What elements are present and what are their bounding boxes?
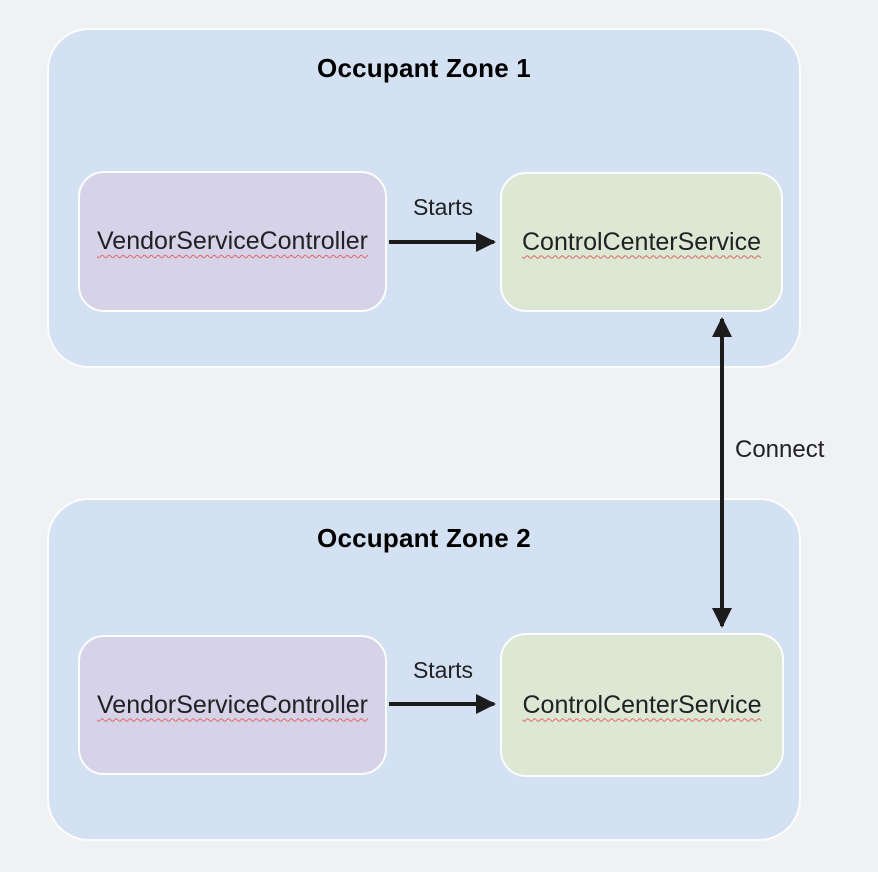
starts-arrow-label-zone-1: Starts (412, 194, 474, 220)
control-center-service-box-zone-2: ControlCenterService (500, 633, 784, 777)
vendor-service-controller-box-zone-1: VendorServiceController (78, 171, 387, 312)
connect-arrow-label: Connect (735, 436, 825, 463)
control-center-service-box-zone-1: ControlCenterService (500, 172, 783, 312)
starts-arrow-label-zone-2: Starts (412, 657, 474, 683)
occupant-zone-1-title: Occupant Zone 1 (317, 53, 531, 83)
vendor-service-controller-label-zone-1: VendorServiceController (97, 227, 368, 255)
occupant-zone-2-title: Occupant Zone 2 (317, 523, 531, 553)
vendor-service-controller-box-zone-2: VendorServiceController (78, 635, 387, 775)
vendor-service-controller-label-zone-2: VendorServiceController (97, 690, 368, 719)
control-center-service-label-zone-2: ControlCenterService (522, 690, 762, 719)
control-center-service-label-zone-1: ControlCenterService (522, 227, 761, 256)
